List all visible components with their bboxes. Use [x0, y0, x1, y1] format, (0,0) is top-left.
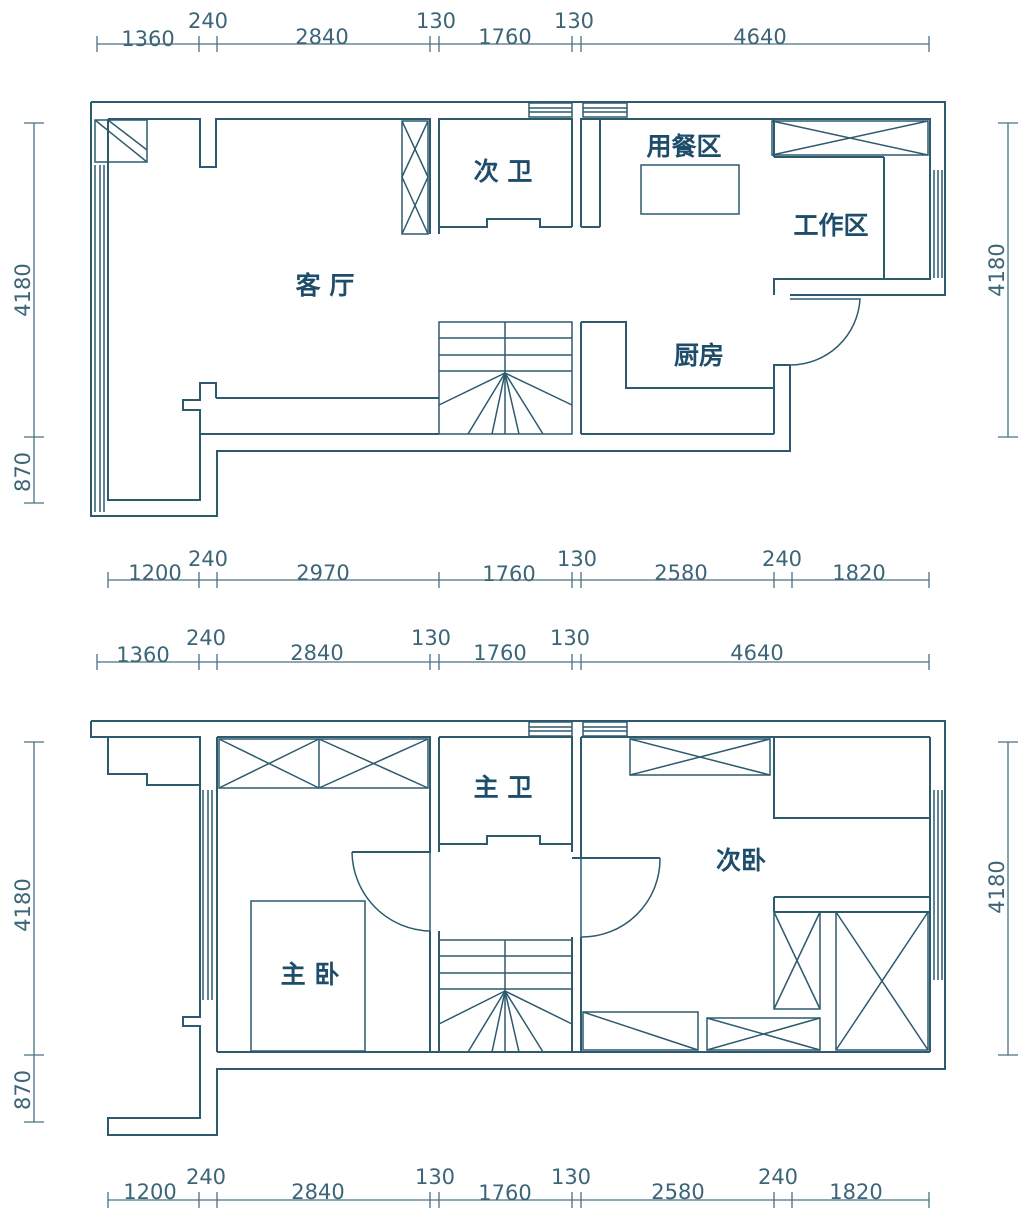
upper-staircase — [438, 321, 573, 435]
upper-bottom-dim-7: 240 — [762, 547, 802, 571]
lower-low-cabinets — [582, 1011, 821, 1051]
upper-bottom-dim-5: 130 — [557, 547, 597, 571]
lower-right-dim-1: 4180 — [985, 860, 1009, 913]
lower-floor-plan: 1360 240 2840 130 1760 130 4640 4180 870… — [11, 626, 1018, 1208]
lower-top-dim-2: 240 — [186, 626, 226, 650]
upper-left-window — [94, 165, 105, 512]
lower-top-dim-7: 4640 — [730, 641, 783, 665]
upper-bottom-dim-4: 1760 — [482, 562, 535, 586]
room-label-kitchen: 厨房 — [674, 341, 724, 370]
lower-left-dimension-line: 4180 870 — [11, 741, 44, 1123]
upper-right-dimension-line: 4180 — [985, 122, 1018, 438]
lower-bottom-dim-6: 130 — [551, 1165, 591, 1189]
upper-bottom-dim-6: 2580 — [654, 561, 707, 585]
lower-bottom-dim-9: 1820 — [829, 1180, 882, 1204]
upper-top-dim-7: 4640 — [733, 25, 786, 49]
upper-top-dim-2: 240 — [188, 9, 228, 33]
lower-top-dim-3: 2840 — [290, 641, 343, 665]
upper-bottom-dimension-line: 1200 240 2970 1760 130 2580 240 1820 — [107, 547, 930, 588]
lower-right-dimension-line: 4180 — [985, 741, 1018, 1056]
upper-dining-table — [640, 164, 740, 215]
upper-bottom-dim-8: 1820 — [832, 561, 885, 585]
room-label-living-room: 客 厅 — [296, 271, 355, 300]
lower-closet — [835, 911, 929, 1051]
lower-tall-cabinet — [773, 911, 821, 1010]
lower-top-dimension-line: 1360 240 2840 130 1760 130 4640 — [96, 626, 930, 670]
room-label-dining-area: 用餐区 — [646, 132, 721, 161]
upper-right-dim-1: 4180 — [985, 243, 1009, 296]
upper-walls — [90, 101, 946, 517]
lower-bottom-dimension-line: 1200 240 2840 130 1760 130 2580 240 1820 — [107, 1165, 930, 1208]
upper-top-dimension-line: 1360 240 2840 130 1760 130 4640 — [96, 9, 930, 52]
lower-second-bedroom-cabinet — [629, 738, 771, 776]
upper-top-dim-3: 2840 — [295, 25, 348, 49]
lower-top-dim-1: 1360 — [116, 643, 169, 667]
lower-bottom-dim-5: 1760 — [478, 1181, 531, 1205]
upper-top-dim-4: 130 — [416, 9, 456, 33]
lower-bottom-dim-4: 130 — [415, 1165, 455, 1189]
lower-master-bed — [250, 900, 366, 1052]
lower-bottom-dim-2: 240 — [186, 1165, 226, 1189]
upper-top-dim-1: 1360 — [121, 27, 174, 51]
upper-left-dim-1: 4180 — [11, 263, 35, 316]
lower-bottom-dim-3: 2840 — [291, 1180, 344, 1204]
upper-floor-plan: 1360 240 2840 130 1760 130 4640 4180 870… — [11, 9, 1018, 588]
upper-left-dimension-line: 4180 870 — [11, 122, 44, 504]
upper-top-dim-6: 130 — [554, 9, 594, 33]
upper-top-vents — [528, 102, 628, 118]
lower-bottom-dim-8: 240 — [758, 1165, 798, 1189]
room-label-second-bedroom: 次卧 — [716, 846, 766, 875]
lower-top-dim-5: 1760 — [473, 641, 526, 665]
lower-staircase — [438, 939, 573, 1053]
lower-top-vents — [528, 721, 628, 737]
room-label-work-area: 工作区 — [793, 211, 868, 240]
lower-bottom-dim-1: 1200 — [123, 1180, 176, 1204]
upper-right-window — [933, 170, 943, 278]
room-label-master-bathroom: 主 卫 — [474, 773, 533, 802]
upper-tall-cabinet — [401, 120, 429, 235]
upper-bottom-dim-3: 2970 — [296, 561, 349, 585]
lower-left-dim-1: 4180 — [11, 878, 35, 931]
lower-right-window — [933, 790, 943, 980]
lower-top-dim-6: 130 — [550, 626, 590, 650]
lower-bottom-dim-7: 2580 — [651, 1180, 704, 1204]
room-label-guest-bathroom: 次 卫 — [474, 157, 533, 186]
upper-bottom-dim-2: 240 — [188, 547, 228, 571]
lower-master-wardrobe — [218, 738, 429, 789]
lower-left-dim-2: 870 — [11, 1070, 35, 1110]
upper-top-dim-5: 1760 — [478, 25, 531, 49]
upper-left-dim-2: 870 — [11, 452, 35, 492]
room-label-master-bedroom: 主 卧 — [281, 960, 340, 989]
lower-top-dim-4: 130 — [411, 626, 451, 650]
lower-left-window — [202, 790, 213, 1000]
upper-corner-cabinet — [94, 119, 148, 163]
upper-bottom-dim-1: 1200 — [128, 561, 181, 585]
upper-work-cabinet — [771, 120, 929, 156]
